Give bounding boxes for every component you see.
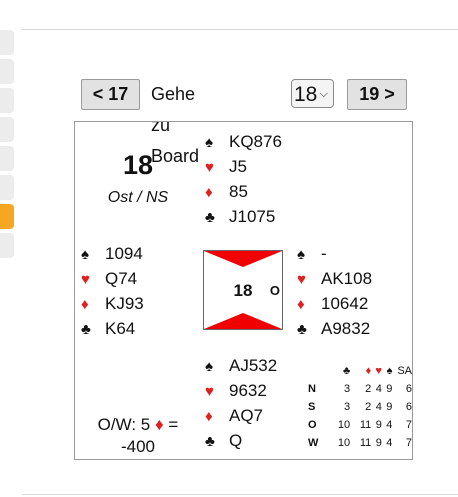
compass-board-number: 18 — [233, 281, 253, 300]
club-icon: ♣ — [81, 321, 91, 338]
board-select[interactable]: 18 ⌵ — [291, 79, 334, 108]
next-board-button[interactable]: 19 > — [347, 79, 407, 110]
west-hearts: Q74 — [105, 269, 138, 288]
heart-icon: ♥ — [375, 365, 382, 377]
heart-icon: ♥ — [81, 271, 90, 288]
west-hand: ♠ 1094 ♥ Q74 ♦ KJ93 ♣ K64 — [81, 241, 144, 341]
chevron-down-icon: ⌵ — [319, 88, 328, 100]
north-vulnerable-marker — [204, 251, 282, 267]
side-tab-4[interactable] — [0, 117, 14, 142]
west-clubs: K64 — [105, 319, 136, 338]
board-diagram: 18 Ost / NS ♠ KQ876 ♥ J5 ♦ 85 ♣ J1075 ♠ 1094 … — [74, 121, 413, 460]
heart-icon: ♥ — [205, 159, 214, 176]
spade-icon: ♠ — [205, 358, 213, 375]
heart-icon: ♥ — [205, 383, 214, 400]
compass-dealer-letter: O — [269, 283, 280, 298]
top-divider — [22, 29, 458, 30]
east-diamonds: 10642 — [321, 294, 369, 313]
table-row: O 10 11 9 4 7 — [308, 419, 412, 431]
goto-board-label: Gehe zu Board — [151, 84, 200, 166]
makeable-header-row: ♣ ♦ ♥ ♠ SA — [308, 362, 412, 380]
north-spades: KQ876 — [229, 132, 282, 151]
side-tab-5[interactable] — [0, 146, 14, 171]
board-select-value: 18 — [294, 83, 318, 106]
contract-result: O/W: 5 ♦ = -400 — [75, 414, 201, 458]
diamond-icon: ♦ — [365, 365, 372, 377]
spade-icon: ♠ — [297, 246, 305, 263]
club-icon: ♣ — [205, 433, 215, 450]
south-spades: AJ532 — [229, 356, 278, 375]
diamond-icon: ♦ — [81, 296, 89, 313]
club-icon: ♣ — [342, 365, 351, 377]
north-clubs: J1075 — [229, 207, 276, 226]
notrump-header: SA — [397, 365, 412, 377]
spade-icon: ♠ — [205, 134, 213, 151]
diamond-icon: ♦ — [205, 184, 213, 201]
score: -400 — [120, 437, 156, 456]
west-diamonds: KJ93 — [105, 294, 144, 313]
board-number: 18 — [122, 150, 154, 180]
previous-board-button[interactable]: < 17 — [81, 79, 140, 110]
club-icon: ♣ — [205, 209, 215, 226]
club-icon: ♣ — [297, 321, 307, 338]
bottom-divider — [22, 494, 458, 495]
side-tab-6[interactable] — [0, 175, 14, 200]
east-clubs: A9832 — [321, 319, 371, 338]
side-tab-7-active[interactable] — [0, 204, 14, 229]
board-dealer-vulnerability: Ost / NS — [107, 189, 169, 206]
east-spades: - — [321, 244, 327, 263]
diamond-icon: ♦ — [297, 296, 305, 313]
south-clubs: Q — [229, 431, 243, 450]
spade-icon: ♠ — [386, 365, 393, 377]
side-tab-2[interactable] — [0, 59, 14, 84]
south-hearts: 9632 — [229, 381, 267, 400]
heart-icon: ♥ — [297, 271, 306, 288]
compass-table: 18 O — [203, 250, 283, 330]
table-row: W 10 11 9 4 7 — [308, 437, 412, 449]
diamond-icon: ♦ — [154, 415, 164, 434]
side-tab-3[interactable] — [0, 88, 14, 113]
south-vulnerable-marker — [204, 313, 282, 329]
side-tab-1[interactable] — [0, 30, 14, 55]
contract-text: O/W: 5 — [97, 415, 151, 434]
spade-icon: ♠ — [81, 246, 89, 263]
side-tab-8[interactable] — [0, 233, 14, 258]
contract-result-mark: = — [168, 415, 179, 434]
north-diamonds: 85 — [229, 182, 248, 201]
east-hearts: AK108 — [321, 269, 373, 288]
diamond-icon: ♦ — [205, 408, 213, 425]
table-row: S 3 2 4 9 6 — [308, 401, 412, 413]
table-row: N 3 2 4 9 6 — [308, 383, 412, 395]
west-spades: 1094 — [105, 244, 143, 263]
south-diamonds: AQ7 — [229, 406, 264, 425]
makeable-contracts-table: ♣ ♦ ♥ ♠ SA N 3 2 4 9 6 S 3 2 4 9 6 O 10 … — [308, 362, 412, 452]
side-tab-strip — [0, 30, 14, 262]
east-hand: ♠- ♥ AK108 ♦ 10642 ♣ A9832 — [297, 241, 372, 341]
north-hand: ♠ KQ876 ♥ J5 ♦ 85 ♣ J1075 — [205, 129, 282, 229]
south-hand: ♠ AJ532 ♥ 9632 ♦ AQ7 ♣ Q — [205, 353, 277, 453]
north-hearts: J5 — [229, 157, 247, 176]
